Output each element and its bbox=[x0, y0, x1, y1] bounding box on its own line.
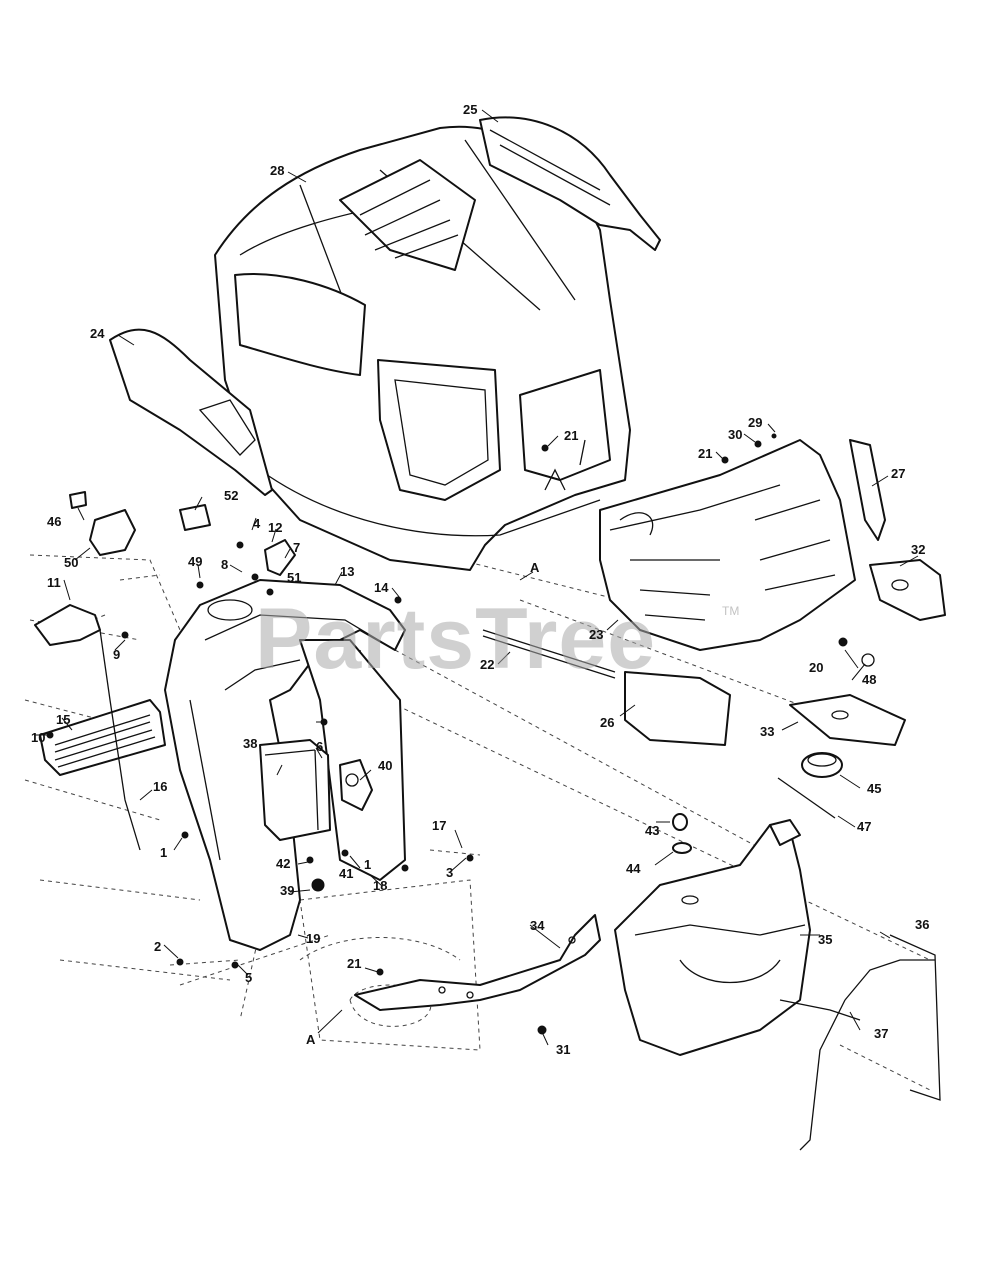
lower-plate bbox=[789, 694, 906, 746]
callout-40: 40 bbox=[378, 758, 393, 773]
callout-22: 22 bbox=[480, 657, 495, 672]
callout-27: 27 bbox=[891, 466, 906, 481]
callout-42: 42 bbox=[276, 856, 291, 871]
headlight-lens bbox=[624, 671, 731, 746]
callout-15: 15 bbox=[56, 712, 71, 727]
fuel-tank bbox=[614, 819, 811, 1056]
battery-box bbox=[259, 739, 331, 841]
callout-25: 25 bbox=[463, 102, 478, 117]
callout-10: 10 bbox=[31, 730, 46, 745]
callout-ref-a: A bbox=[306, 1032, 316, 1047]
callout-39: 39 bbox=[280, 883, 295, 898]
hood-rod bbox=[482, 629, 616, 673]
switches bbox=[69, 491, 211, 556]
callout-29: 29 bbox=[748, 415, 763, 430]
hood bbox=[214, 125, 631, 571]
callout-9: 9 bbox=[113, 647, 121, 662]
callout-31: 31 bbox=[556, 1042, 571, 1057]
fuel-gauge-gasket bbox=[777, 777, 836, 819]
callout-7: 7 bbox=[293, 540, 301, 555]
alignment-lines bbox=[79, 534, 931, 1091]
callout-32: 32 bbox=[911, 542, 926, 557]
grille-bracket bbox=[869, 559, 946, 621]
callout-38: 38 bbox=[243, 736, 258, 751]
callout-36: 36 bbox=[915, 917, 930, 932]
callout-28: 28 bbox=[270, 163, 285, 178]
fuel-cap bbox=[801, 752, 843, 778]
callout-1: 1 bbox=[160, 845, 168, 860]
callout-17: 17 bbox=[432, 818, 447, 833]
callout-6: 6 bbox=[316, 739, 324, 754]
callout-14: 14 bbox=[374, 580, 389, 595]
callout-3: 3 bbox=[446, 865, 454, 880]
dash-pedestal-frame bbox=[164, 579, 406, 951]
vent-screen bbox=[39, 699, 166, 776]
hood-side-panel-left bbox=[109, 328, 273, 496]
callout-51: 51 bbox=[287, 570, 302, 585]
fasteners bbox=[46, 433, 875, 1035]
callout-2: 2 bbox=[154, 939, 162, 954]
front-grille bbox=[599, 439, 856, 651]
side-lens bbox=[849, 439, 886, 541]
callout-45: 45 bbox=[867, 781, 882, 796]
callout-21: 21 bbox=[698, 446, 713, 461]
callout-43: 43 bbox=[645, 823, 660, 838]
leader-lines bbox=[34, 109, 919, 1046]
callout-41: 41 bbox=[339, 866, 354, 881]
callout-12: 12 bbox=[268, 520, 283, 535]
brake-bracket bbox=[34, 604, 141, 851]
callout-8: 8 bbox=[221, 557, 229, 572]
callout-34: 34 bbox=[530, 918, 545, 933]
callout-33: 33 bbox=[760, 724, 775, 739]
callout-1: 1 bbox=[364, 857, 372, 872]
hood-rear-trim bbox=[479, 116, 661, 251]
callout-18: 18 bbox=[373, 878, 388, 893]
tank-bracket bbox=[354, 914, 601, 1011]
callout-24: 24 bbox=[90, 326, 105, 341]
fuel-fittings bbox=[672, 813, 692, 854]
tank-strap bbox=[779, 934, 941, 1151]
callout-4: 4 bbox=[253, 516, 261, 531]
watermark-trademark: TM bbox=[722, 604, 740, 618]
callout-21: 21 bbox=[564, 428, 579, 443]
callout-11: 11 bbox=[47, 575, 61, 590]
callout-23: 23 bbox=[589, 627, 604, 642]
callout-50: 50 bbox=[64, 555, 79, 570]
callout-20: 20 bbox=[809, 660, 824, 675]
callout-5: 5 bbox=[245, 970, 253, 985]
callout-49: 49 bbox=[188, 554, 203, 569]
callout-19: 19 bbox=[306, 931, 321, 946]
callout-30: 30 bbox=[728, 427, 743, 442]
callout-21: 21 bbox=[347, 956, 362, 971]
callout-46: 46 bbox=[47, 514, 62, 529]
watermark: PartsTree bbox=[255, 591, 657, 687]
callout-48: 48 bbox=[862, 672, 877, 687]
callout-ref-a: A bbox=[530, 560, 540, 575]
callout-47: 47 bbox=[857, 819, 872, 834]
callout-16: 16 bbox=[153, 779, 168, 794]
callout-52: 52 bbox=[224, 488, 239, 503]
switch-bracket bbox=[264, 539, 296, 576]
callout-13: 13 bbox=[340, 564, 355, 579]
callout-37: 37 bbox=[874, 1026, 889, 1041]
callout-35: 35 bbox=[818, 932, 833, 947]
callout-44: 44 bbox=[626, 861, 641, 876]
callout-26: 26 bbox=[600, 715, 615, 730]
ignition-switch bbox=[339, 759, 373, 811]
